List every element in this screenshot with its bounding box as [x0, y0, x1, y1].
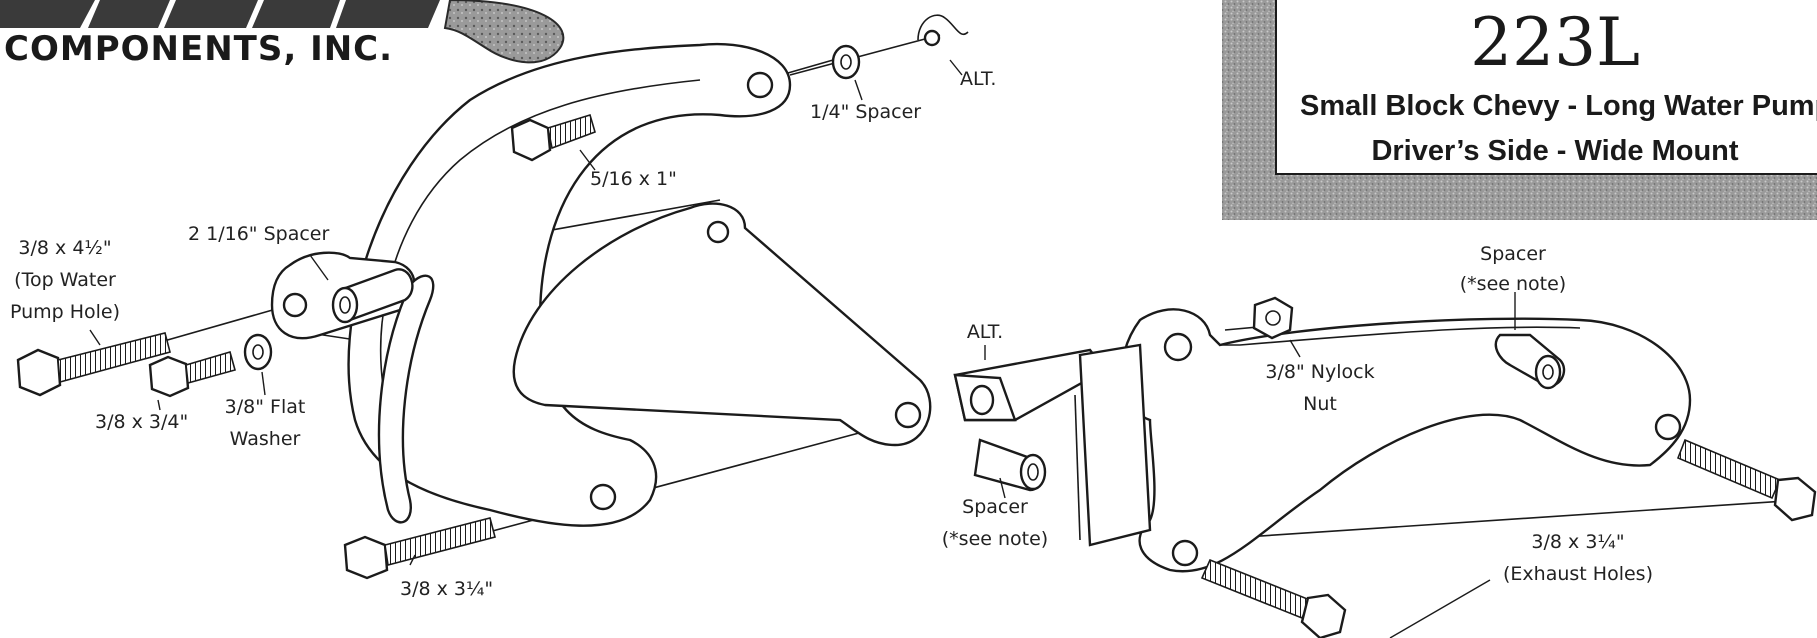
bolt-3-8x3-quarter-left: [343, 517, 496, 580]
bolt-3-8x3-4: [148, 351, 236, 398]
spacer-2-1-16: [331, 268, 414, 324]
kit-title-line2: Driver’s Side - Wide Mount: [1371, 135, 1738, 167]
title-plate: 223L Small Block Chevy - Long Water Pump…: [1222, 0, 1817, 220]
bolt-3-8x4-half: [16, 332, 171, 397]
label-bolt-4half-line1: 3/8 x 4½": [18, 237, 111, 259]
label-spacer-quarter: 1/4" Spacer: [810, 101, 921, 123]
title-plate-panel: [1275, 0, 1817, 175]
label-spacer-mid-line1: Spacer: [962, 496, 1028, 518]
inner-bracket: [512, 202, 932, 447]
part-number: 223L: [1470, 4, 1640, 81]
label-washer-line2: Washer: [230, 428, 301, 450]
label-bolt-4half-line2: (Top Water: [14, 269, 116, 291]
label-bolt-5-16: 5/16 x 1": [590, 168, 677, 190]
label-bolt-4half-line3: Pump Hole): [10, 301, 120, 323]
bolt-exhaust-right: [1676, 438, 1817, 522]
label-alt-top: ALT.: [960, 68, 996, 90]
label-alt-mid: ALT.: [967, 321, 1003, 343]
label-spacer-mid-line2: (*see note): [942, 528, 1048, 550]
flat-washer: [243, 333, 273, 371]
company-logo: COMPONENTS, INC.: [0, 0, 565, 69]
label-nylock-line1: 3/8" Nylock: [1265, 361, 1374, 383]
label-washer-line1: 3/8" Flat: [225, 396, 306, 418]
spacer-mid: [973, 438, 1047, 492]
label-spacer-right-line1: Spacer: [1480, 243, 1546, 265]
label-leaders: [89, 59, 1516, 638]
logo-company-name: COMPONENTS, INC.: [4, 29, 393, 69]
label-spacer-2-1-16: 2 1/16" Spacer: [188, 223, 329, 245]
spacer-right: [1494, 333, 1566, 390]
label-exhaust-line1: 3/8 x 3¼": [1531, 531, 1624, 553]
bolt-exhaust-lower: [1200, 558, 1347, 638]
label-bolt-3quarter-left: 3/8 x 3¼": [400, 578, 493, 600]
bolt-5-16x1: [510, 113, 596, 162]
label-exhaust-line2: (Exhaust Holes): [1503, 563, 1653, 585]
label-bolt-3-4: 3/8 x 3/4": [95, 411, 188, 433]
alt-hook-top: [917, 14, 969, 47]
alt-block: [953, 348, 1107, 541]
main-bracket: [347, 42, 792, 527]
nylock-nut: [1252, 296, 1294, 340]
label-nylock-line2: Nut: [1303, 393, 1337, 415]
kit-title-line1: Small Block Chevy - Long Water Pump: [1300, 90, 1817, 122]
logo-graphic: [0, 0, 565, 64]
spacer-quarter: [831, 44, 861, 80]
label-spacer-right-line2: (*see note): [1460, 273, 1566, 295]
